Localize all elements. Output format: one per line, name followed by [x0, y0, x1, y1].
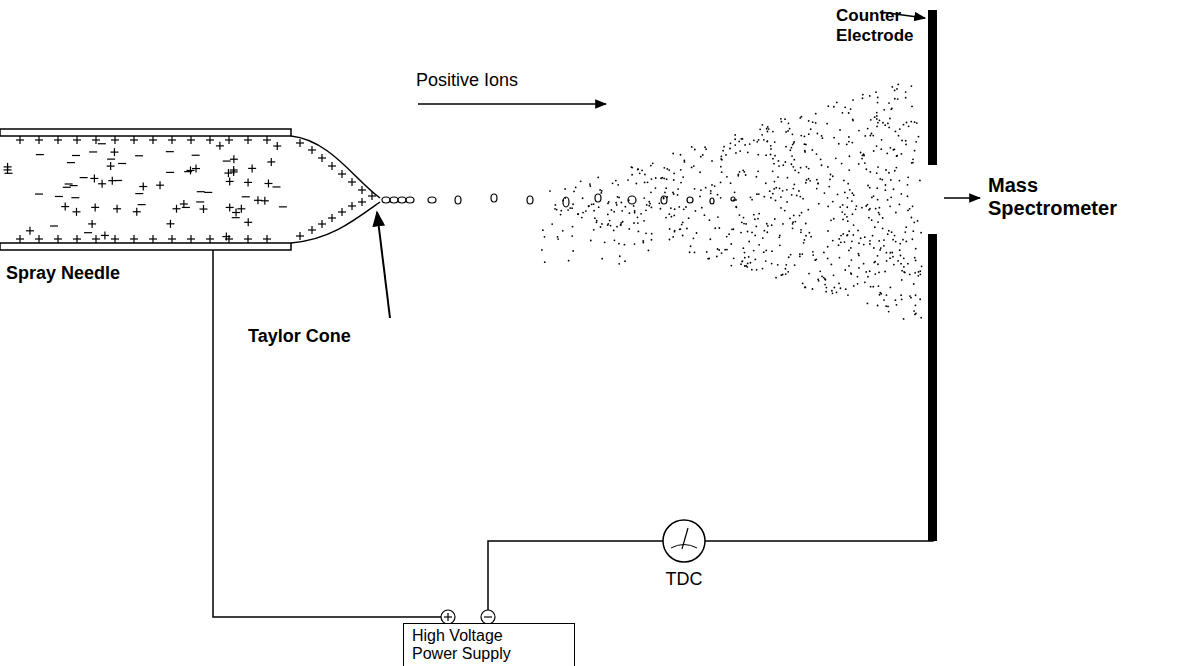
counter-electrode: [928, 10, 937, 165]
part-label: Taylor Cone: [248, 326, 408, 347]
wire: [488, 541, 663, 623]
counter-electrode: [928, 234, 937, 541]
droplet: [382, 197, 390, 203]
part-label: Positive Ions: [416, 70, 576, 91]
droplet: [428, 197, 436, 203]
wire: [213, 250, 441, 617]
leader-arrow: [377, 212, 390, 318]
droplet: [710, 198, 714, 204]
ion-plume: [541, 83, 922, 319]
droplet: [491, 194, 497, 202]
wire: [705, 538, 933, 541]
needle-wall: [0, 129, 291, 136]
meter-label: TDC: [649, 569, 719, 589]
droplet: [563, 197, 569, 207]
charge-signs: [4, 136, 376, 243]
droplet: [527, 196, 533, 204]
positive-terminal: [441, 610, 455, 624]
meter-symbol: TDC: [649, 519, 719, 589]
part-label: Counter Electrode: [836, 6, 926, 45]
part-label: Mass Spectrometer: [988, 174, 1138, 220]
droplet: [661, 196, 667, 204]
needle-wall: [0, 243, 291, 250]
droplet: [731, 197, 735, 201]
taylor-cone: [291, 202, 380, 243]
droplet: [398, 197, 406, 203]
droplets: [382, 194, 735, 207]
leader-arrow: [944, 197, 980, 199]
droplet: [687, 197, 693, 203]
droplet: [595, 194, 601, 202]
negative-terminal: [481, 610, 495, 624]
ion-direction-arrow: [418, 103, 606, 105]
power-supply-box: High Voltage Power Supply: [403, 623, 575, 666]
part-label: Spray Needle: [6, 263, 166, 284]
box-label: High Voltage Power Supply: [412, 627, 524, 663]
taylor-cone: [291, 136, 380, 198]
droplet: [406, 197, 414, 203]
droplet: [390, 197, 398, 203]
droplet: [455, 196, 461, 204]
droplet: [628, 196, 636, 204]
meter-dial: [649, 519, 719, 563]
